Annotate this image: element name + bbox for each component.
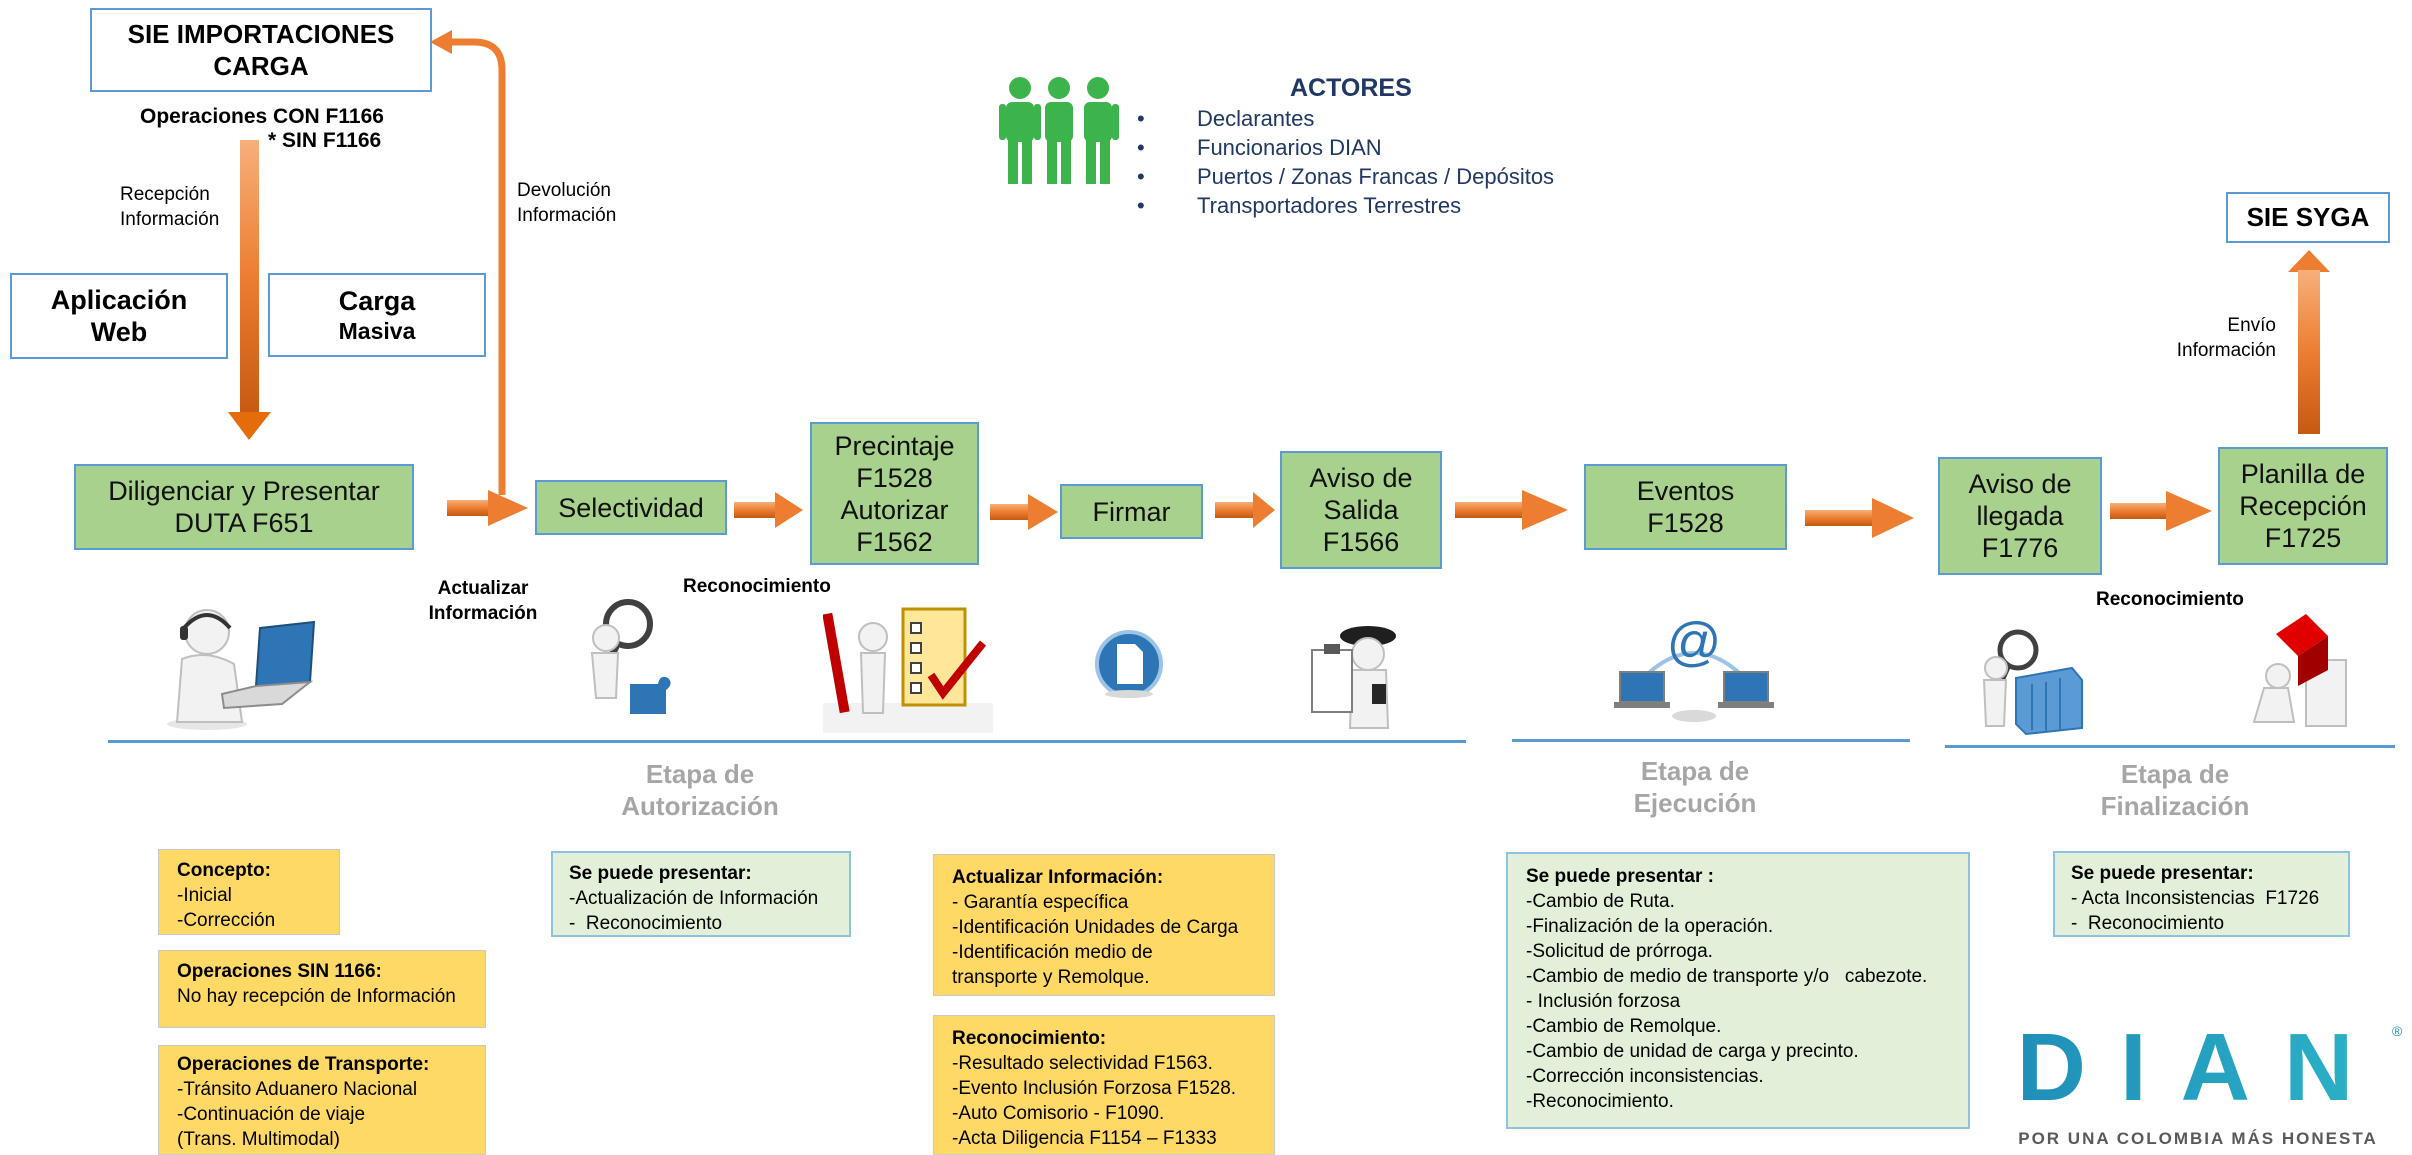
selectividad-box: Selectividad: [535, 480, 727, 535]
note-presentar-ejecucion: Se puede presentar : -Cambio de Ruta. -F…: [1506, 852, 1970, 1129]
stage-ejecucion-title: Etapa de Ejecución: [1633, 756, 1757, 818]
operaciones-con-label: Operaciones CON F1166: [140, 105, 384, 128]
reconocimiento-label-autorizacion: Reconocimiento: [683, 576, 831, 597]
stage-line-ejecucion: [1512, 739, 1910, 742]
actors-people-icon: [999, 77, 1119, 184]
svg-text:@: @: [1667, 612, 1722, 672]
actor-item: Declarantes: [1137, 104, 1554, 133]
down-arrow-recepcion: [228, 140, 271, 440]
up-arrow-envio: [2288, 250, 2330, 434]
sie-importaciones-line2: CARGA: [213, 51, 309, 81]
figure-red-box-illustration: [2252, 614, 2347, 727]
note-operaciones-sin-1166: Operaciones SIN 1166: No hay recepción d…: [158, 950, 486, 1028]
actualizar-informacion-label: Actualizar Información: [428, 578, 538, 624]
dian-logo-text: DIAN: [2017, 1020, 2388, 1121]
actor-item: Transportadores Terrestres: [1137, 191, 1554, 220]
operator-laptop-illustration: [167, 609, 316, 730]
dian-logo-reg: ®: [2392, 1023, 2403, 1039]
email-network-illustration: @: [1614, 612, 1774, 722]
actors-title: ACTORES: [1290, 74, 1412, 102]
arrow-to-precintaje: [734, 492, 803, 528]
document-circle-icon: [1095, 630, 1163, 698]
sie-importaciones-line1: SIE IMPORTACIONES: [127, 19, 395, 49]
actors-list: Declarantes Funcionarios DIAN Puertos / …: [1137, 104, 1554, 220]
devolucion-label: Devolución Información: [517, 180, 617, 226]
envio-label: Envío Información: [2176, 315, 2276, 361]
carga-masiva-box: Carga Masiva: [268, 273, 486, 357]
note-operaciones-transporte: Operaciones de Transporte: -Tránsito Adu…: [158, 1045, 486, 1155]
operaciones-sin-label: * SIN F1166: [268, 129, 382, 152]
planilla-recepcion-box: Planilla de Recepción F1725: [2218, 447, 2388, 565]
stage-finalizacion-title: Etapa de Finalización: [2100, 759, 2250, 821]
dian-tagline: POR UNA COLOMBIA MÁS HONESTA: [2018, 1129, 2377, 1148]
reconocimiento-label-finalizacion: Reconocimiento: [2096, 589, 2244, 610]
devolucion-arrow: [430, 30, 506, 495]
aviso-llegada-box: Aviso de llegada F1776: [1938, 457, 2102, 575]
note-actualizar-informacion: Actualizar Información: - Garantía espec…: [933, 854, 1275, 996]
actor-item: Puertos / Zonas Francas / Depósitos: [1137, 162, 1554, 191]
diligenciar-duta-box: Diligenciar y Presentar DUTA F651: [74, 464, 414, 550]
recepcion-label: Recepción Información: [120, 184, 220, 230]
precintaje-box: Precintaje F1528 Autorizar F1562: [810, 422, 979, 565]
arrow-to-eventos: [1455, 490, 1568, 530]
aplicacion-web-box: Aplicación Web: [10, 273, 228, 359]
arrow-to-planilla: [2110, 491, 2212, 531]
arrow-to-firmar: [990, 494, 1058, 530]
stage-line-finalizacion: [1945, 745, 2395, 748]
note-reconocimiento: Reconocimiento: -Resultado selectividad …: [933, 1015, 1275, 1155]
arrow-to-selectividad: [447, 490, 528, 526]
magnifier-container-illustration: [1982, 629, 2083, 736]
actor-item: Funcionarios DIAN: [1137, 133, 1554, 162]
firmar-box: Firmar: [1060, 484, 1203, 539]
note-presentar-autorizacion: Se puede presentar: -Actualización de In…: [551, 851, 851, 937]
checklist-pencil-illustration: [823, 607, 993, 733]
sie-importaciones-box: SIE IMPORTACIONES CARGA: [90, 8, 432, 92]
note-presentar-finalizacion: Se puede presentar: - Acta Inconsistenci…: [2053, 851, 2350, 937]
stage-line-autorizacion: [108, 740, 1466, 743]
officer-clipboard-illustration: [1311, 626, 1396, 729]
eventos-box: Eventos F1528: [1584, 464, 1787, 550]
aviso-salida-box: Aviso de Salida F1566: [1280, 451, 1442, 569]
stage-autorizacion-title: Etapa de Autorización: [621, 759, 779, 821]
note-concepto: Concepto: -Inicial -Corrección: [158, 849, 340, 935]
arrow-to-aviso-salida: [1215, 492, 1275, 528]
arrow-to-aviso-llegada: [1805, 498, 1914, 538]
dian-logo: DIAN ® POR UNA COLOMBIA MÁS HONESTA: [2017, 1020, 2403, 1148]
magnifier-puzzle-illustration: [590, 599, 671, 714]
sie-syga-box: SIE SYGA: [2226, 192, 2390, 243]
